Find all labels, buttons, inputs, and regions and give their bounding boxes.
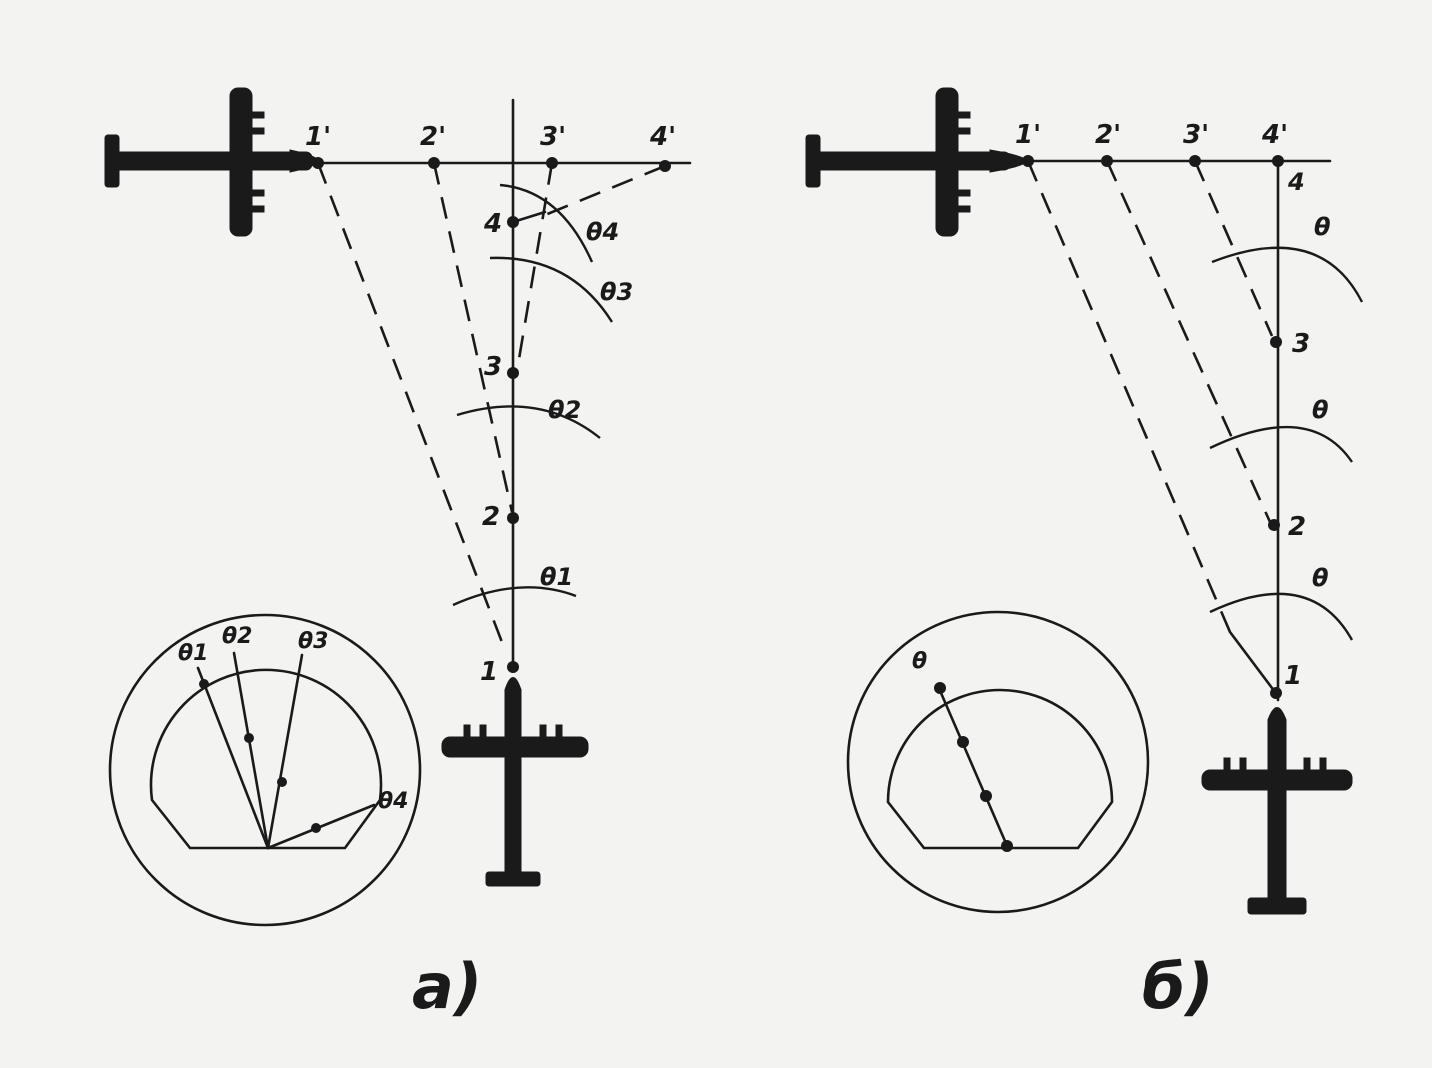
track-dot-4-a — [659, 160, 671, 172]
point-dot-3-b — [1270, 336, 1282, 348]
point-dot-3-a — [507, 367, 519, 379]
track-label-4-a: 4' — [649, 122, 676, 152]
scope-outer-ring-b — [846, 610, 1150, 914]
scope-ray-3-a — [266, 653, 304, 850]
sight-line-1-a — [316, 162, 507, 651]
scope-ray-2-a — [232, 651, 270, 850]
scope-blip-4-b — [1001, 840, 1013, 852]
track-label-2-a: 2' — [420, 122, 446, 152]
track-label-3-b: 3' — [1183, 120, 1209, 150]
track-label-1-b: 1' — [1015, 120, 1041, 150]
angle-label-2-a: θ2 — [548, 396, 581, 424]
scope-label-4-a: θ4 — [378, 789, 408, 814]
track-dot-4-b — [1272, 155, 1284, 167]
scope-label-b: θ — [912, 649, 927, 674]
point-label-1-b: 1 — [1284, 661, 1302, 691]
track-label-4-b: 4' — [1261, 120, 1288, 150]
angle-arc-1-a — [452, 586, 577, 607]
scope-label-3-a: θ3 — [298, 629, 328, 654]
point-dot-4-a — [507, 216, 519, 228]
scope-blip-1-b — [934, 682, 946, 694]
scope-ray-4-a — [266, 803, 376, 850]
scope-blip-2-b — [957, 736, 969, 748]
scope-screen-b — [886, 688, 1114, 850]
radar-scope-b: θ — [846, 610, 1150, 914]
caption-a: а) — [412, 950, 482, 1023]
radar-scope-a: θ1 θ2 θ3 θ4 — [108, 613, 422, 927]
point-label-3-b: 3 — [1292, 329, 1310, 359]
angle-label-3-a: θ3 — [600, 278, 633, 306]
interceptor-aircraft-a — [441, 677, 589, 887]
angle-label-2-b: θ — [1312, 396, 1329, 424]
scope-blip-1-a — [199, 679, 209, 689]
point-label-4-b: 4 — [1287, 168, 1305, 196]
angle-arc-3-b — [1211, 246, 1364, 303]
angle-label-1-b: θ — [1312, 564, 1329, 592]
scope-label-1-a: θ1 — [178, 641, 208, 666]
point-label-2-b: 2 — [1288, 512, 1306, 542]
caption-b: б) — [1142, 950, 1214, 1023]
scope-blip-2-a — [244, 733, 254, 743]
angle-arc-2-a — [456, 405, 601, 439]
target-aircraft-b — [805, 87, 1027, 237]
sight-line-4-a — [544, 164, 666, 217]
track-dot-2-b — [1101, 155, 1113, 167]
sight-line-3-a — [516, 162, 554, 366]
track-dot-3-a — [546, 157, 558, 169]
scope-blip-3-a — [277, 777, 287, 787]
sight-line-2-b — [1105, 160, 1272, 523]
angle-label-1-a: θ1 — [540, 563, 573, 591]
point-dot-2-b — [1268, 519, 1280, 531]
scope-blip-3-b — [980, 790, 992, 802]
track-dot-3-b — [1189, 155, 1201, 167]
point-dot-1-a — [507, 661, 519, 673]
sight-line-1-b — [1026, 160, 1232, 633]
track-dot-1-b — [1022, 155, 1034, 167]
angle-arc-4-a — [499, 183, 594, 263]
panel-a: 1' 2' 3' 4' 4 3 2 1 θ4 θ3 θ2 θ1 — [104, 87, 692, 1023]
interceptor-aircraft-b — [1201, 707, 1353, 915]
track-label-1-a: 1' — [305, 122, 331, 152]
sight-line-3-b — [1193, 160, 1274, 337]
target-aircraft-a — [104, 87, 319, 237]
track-dot-2-a — [428, 157, 440, 169]
sight-line-2-a — [432, 162, 514, 513]
angle-arc-3-a — [489, 256, 614, 323]
scope-ray-1-a — [196, 666, 270, 850]
panel-b: 1' 2' 3' 4' 4 3 2 1 θ θ θ — [805, 87, 1364, 1023]
point-dot-2-a — [507, 512, 519, 524]
angle-label-3-b: θ — [1314, 213, 1331, 241]
point-dot-1-b — [1270, 687, 1282, 699]
scope-ray-b — [936, 684, 1010, 850]
scope-outer-ring-a — [108, 613, 422, 927]
track-label-2-b: 2' — [1095, 120, 1121, 150]
scope-screen-a — [149, 668, 383, 850]
track-label-3-a: 3' — [540, 122, 566, 152]
point-label-1-a: 1 — [480, 657, 498, 687]
scope-blip-4-a — [311, 823, 321, 833]
scope-label-2-a: θ2 — [222, 624, 252, 649]
angle-label-4-a: θ4 — [586, 218, 619, 246]
sight-line-1-solid-b — [1228, 630, 1274, 690]
point-label-4-a: 4 — [483, 209, 502, 239]
point-label-2-a: 2 — [482, 502, 500, 532]
angle-arc-2-b — [1209, 425, 1353, 463]
angle-arc-1-b — [1209, 592, 1354, 641]
point-label-3-a: 3 — [484, 352, 502, 382]
